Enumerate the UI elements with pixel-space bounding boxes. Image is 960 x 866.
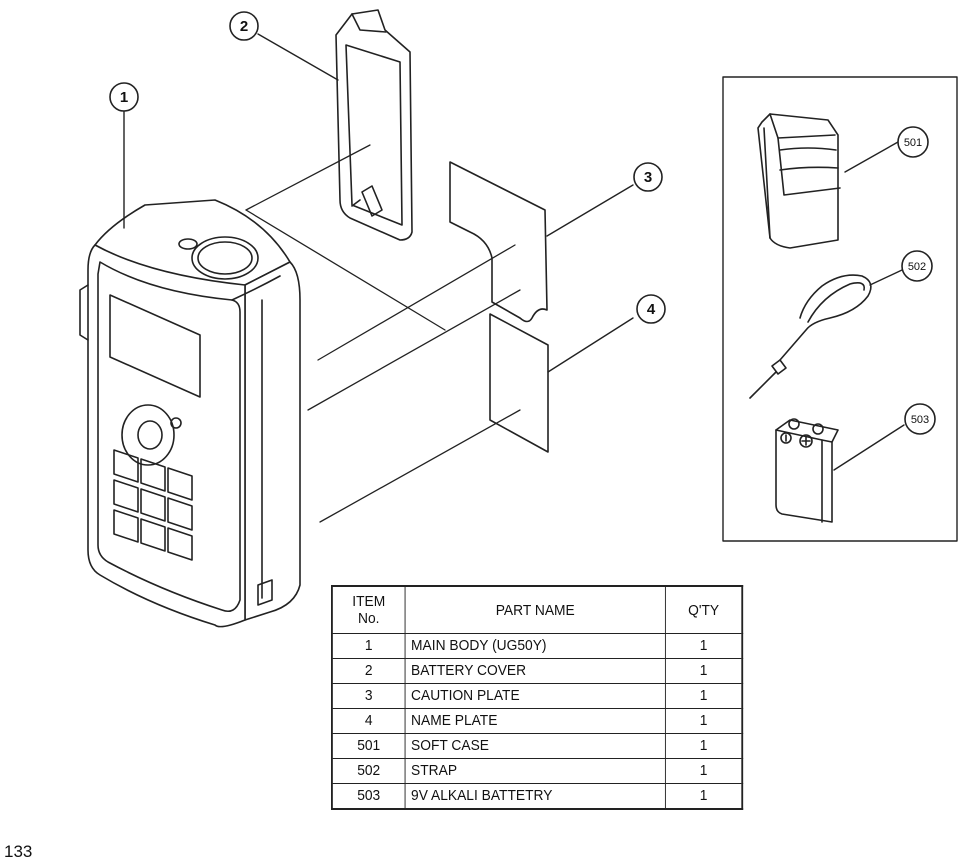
svg-text:3: 3: [644, 169, 652, 186]
soft-case-drawing: [757, 113, 841, 249]
svg-text:501: 501: [904, 137, 922, 149]
part-name-cell: BATTERY COVER: [404, 658, 666, 684]
svg-text:4: 4: [647, 301, 656, 318]
battery-cover-drawing: [335, 9, 413, 241]
svg-text:1: 1: [120, 89, 128, 106]
parts-table: ITEM No. PART NAME Q'TY 1 MAIN BODY (UG5…: [331, 585, 744, 810]
part-name-cell: STRAP: [404, 758, 666, 784]
table-row: 1 MAIN BODY (UG50Y) 1: [331, 633, 743, 659]
page-number: 133: [4, 842, 33, 861]
strap-drawing: [749, 274, 872, 399]
table-row: 503 9V ALKALI BATTETRY 1: [331, 783, 743, 810]
item-no-cell: 2: [331, 658, 406, 684]
part-name-cell: SOFT CASE: [404, 733, 666, 759]
table-row: 501 SOFT CASE 1: [331, 733, 743, 759]
qty-cell: 1: [664, 783, 743, 810]
item-no-cell: 3: [331, 683, 406, 709]
callout-3: 3: [633, 162, 663, 192]
item-no-cell: 502: [331, 758, 406, 784]
item-no-cell: 503: [331, 783, 406, 810]
qty-cell: 1: [664, 683, 743, 709]
callout-501: 501: [897, 126, 929, 158]
table-row: 2 BATTERY COVER 1: [331, 658, 743, 684]
header-qty: Q'TY: [664, 585, 743, 634]
projection-lines: [245, 144, 521, 523]
leader-lines: [123, 33, 905, 471]
svg-text:502: 502: [908, 261, 926, 273]
callout-1: 1: [109, 82, 139, 112]
svg-text:2: 2: [240, 18, 248, 35]
callout-502: 502: [901, 250, 933, 282]
callout-2: 2: [229, 11, 259, 41]
part-name-cell: 9V ALKALI BATTETRY: [404, 783, 666, 810]
item-no-cell: 4: [331, 708, 406, 734]
part-name-cell: NAME PLATE: [404, 708, 666, 734]
battery-drawing: [775, 418, 839, 523]
caution-plate-drawing: [449, 161, 548, 323]
part-name-cell: CAUTION PLATE: [404, 683, 666, 709]
callout-4: 4: [636, 294, 666, 324]
table-row: 4 NAME PLATE 1: [331, 708, 743, 734]
parts-table-header: ITEM No. PART NAME Q'TY: [331, 585, 743, 634]
callout-503: 503: [904, 403, 936, 435]
qty-cell: 1: [664, 708, 743, 734]
qty-cell: 1: [664, 733, 743, 759]
qty-cell: 1: [664, 758, 743, 784]
item-no-cell: 1: [331, 633, 406, 659]
table-row: 3 CAUTION PLATE 1: [331, 683, 743, 709]
name-plate-drawing: [489, 313, 549, 453]
item-no-cell: 501: [331, 733, 406, 759]
table-row: 502 STRAP 1: [331, 758, 743, 784]
header-part-name: PART NAME: [404, 585, 666, 634]
part-name-cell: MAIN BODY (UG50Y): [404, 633, 666, 659]
main-body-drawing: [79, 199, 301, 628]
qty-cell: 1: [664, 633, 743, 659]
qty-cell: 1: [664, 658, 743, 684]
header-item-no: ITEM No.: [331, 585, 406, 634]
accessories-box: [722, 76, 958, 542]
svg-text:503: 503: [911, 414, 929, 426]
